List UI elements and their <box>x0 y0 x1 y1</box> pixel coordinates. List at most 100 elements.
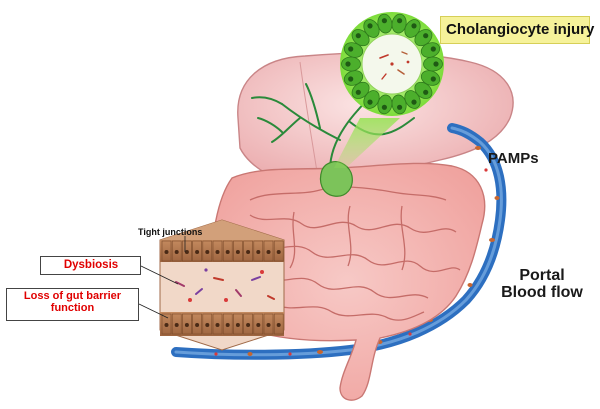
cholangiocyte-cell <box>420 70 441 86</box>
cell-nucleus <box>225 323 230 327</box>
cell-nucleus <box>256 323 261 327</box>
cell-nucleus <box>195 323 200 327</box>
pamps-label: PAMPs <box>488 150 539 167</box>
epithelial-cell <box>273 240 284 262</box>
cholangiocyte-injury-label: Cholangiocyte injury <box>446 21 595 38</box>
cell-nucleus <box>276 250 281 254</box>
epithelial-cell <box>222 240 233 262</box>
cholangiocyte-cell <box>423 56 443 72</box>
cell-nucleus <box>276 323 281 327</box>
epithelial-cell <box>222 313 233 335</box>
dysbiosis-box <box>40 256 141 275</box>
microbes <box>175 268 275 302</box>
cholangiocyte-injury-highlight <box>440 16 590 44</box>
cell-nucleus <box>411 99 417 105</box>
cholangiocyte-cell <box>343 70 364 86</box>
epithelial-cell <box>233 240 243 262</box>
cholangiocyte-cell <box>391 13 407 34</box>
bile-duct-lumen-particles <box>379 51 410 80</box>
cell-nucleus <box>381 104 387 110</box>
epithelial-cell <box>182 313 192 335</box>
epithelial-cells-bottom <box>161 313 284 335</box>
cell-nucleus <box>423 89 429 95</box>
epithelial-cell <box>253 313 264 335</box>
cell-nucleus <box>367 23 373 29</box>
cell-nucleus <box>246 250 251 254</box>
cell-nucleus <box>411 23 417 29</box>
cell-nucleus <box>355 33 361 39</box>
epithelial-cell <box>212 313 223 335</box>
epithelial-cell <box>212 240 223 262</box>
epithelial-cell <box>171 240 182 262</box>
epithelial-cell <box>263 240 274 262</box>
dysbiosis-label: Dysbiosis <box>63 259 119 271</box>
cell-nucleus <box>184 323 189 327</box>
gut-barrier-box <box>6 288 139 321</box>
epithelial-cell <box>161 240 172 262</box>
epithelial-cell <box>202 313 213 335</box>
epithelial-cells-top <box>161 240 284 262</box>
cell-nucleus <box>215 250 220 254</box>
cell-nucleus <box>430 46 436 52</box>
cell-nucleus <box>164 323 169 327</box>
cell-nucleus <box>367 99 373 105</box>
pointer-lines <box>138 236 186 319</box>
epithelial-cell <box>263 313 274 335</box>
cholangiocyte-cells <box>341 13 443 115</box>
cholangiocyte-cell <box>341 56 361 72</box>
cell-nucleus <box>215 323 220 327</box>
cell-nucleus <box>423 33 429 39</box>
cell-nucleus <box>348 46 354 52</box>
cell-nucleus <box>246 323 251 327</box>
cholangiocyte-cell <box>420 42 441 58</box>
cell-nucleus <box>205 250 210 254</box>
cell-nucleus <box>397 18 403 24</box>
cell-nucleus <box>397 104 403 110</box>
cholangiocyte-cell <box>351 29 370 47</box>
cholangiocyte-cell <box>351 81 370 99</box>
liver-lobe-line <box>299 61 319 179</box>
cell-nucleus <box>256 250 261 254</box>
cholangiocyte-cell <box>404 90 421 109</box>
tight-junctions-label: Tight junctions <box>138 227 203 237</box>
cholangiocyte-cell <box>391 94 407 115</box>
epithelial-cell <box>253 240 264 262</box>
epithelial-cell <box>192 240 202 262</box>
cell-nucleus <box>430 76 436 82</box>
cholangiocyte-cell <box>377 94 393 115</box>
cell-nucleus <box>348 76 354 82</box>
cell-nucleus <box>195 250 200 254</box>
epithelial-cell <box>243 240 253 262</box>
epithelial-cell <box>161 313 172 335</box>
cell-nucleus <box>184 250 189 254</box>
epithelial-cell <box>243 313 253 335</box>
cholangiocyte-cell <box>363 19 380 38</box>
gallbladder <box>319 161 353 197</box>
cell-nucleus <box>266 323 271 327</box>
cell-nucleus <box>381 18 387 24</box>
gut-barrier-label: Loss of gut barrier function <box>23 290 122 314</box>
cell-nucleus <box>235 250 240 254</box>
cell-nucleus <box>266 250 271 254</box>
epithelial-cell <box>233 313 243 335</box>
cell-nucleus <box>345 61 351 67</box>
cell-nucleus <box>225 250 230 254</box>
epithelial-cell <box>182 240 192 262</box>
epithelial-cell <box>202 240 213 262</box>
cholangiocyte-cell <box>414 81 433 99</box>
spotlight-beam <box>334 118 400 168</box>
cell-nucleus <box>433 61 439 67</box>
cell-nucleus <box>174 250 179 254</box>
epithelial-cell <box>273 313 284 335</box>
cell-nucleus <box>164 250 169 254</box>
gut-wall-tissue <box>159 219 285 351</box>
cholangiocyte-cell <box>414 29 433 47</box>
cell-nucleus <box>174 323 179 327</box>
epithelial-cell <box>171 313 182 335</box>
cell-nucleus <box>235 323 240 327</box>
cell-nucleus <box>355 89 361 95</box>
cholangiocyte-cell <box>377 13 393 34</box>
cell-nucleus <box>205 323 210 327</box>
portal-blood-flow-label: Portal Blood flow <box>501 267 583 301</box>
